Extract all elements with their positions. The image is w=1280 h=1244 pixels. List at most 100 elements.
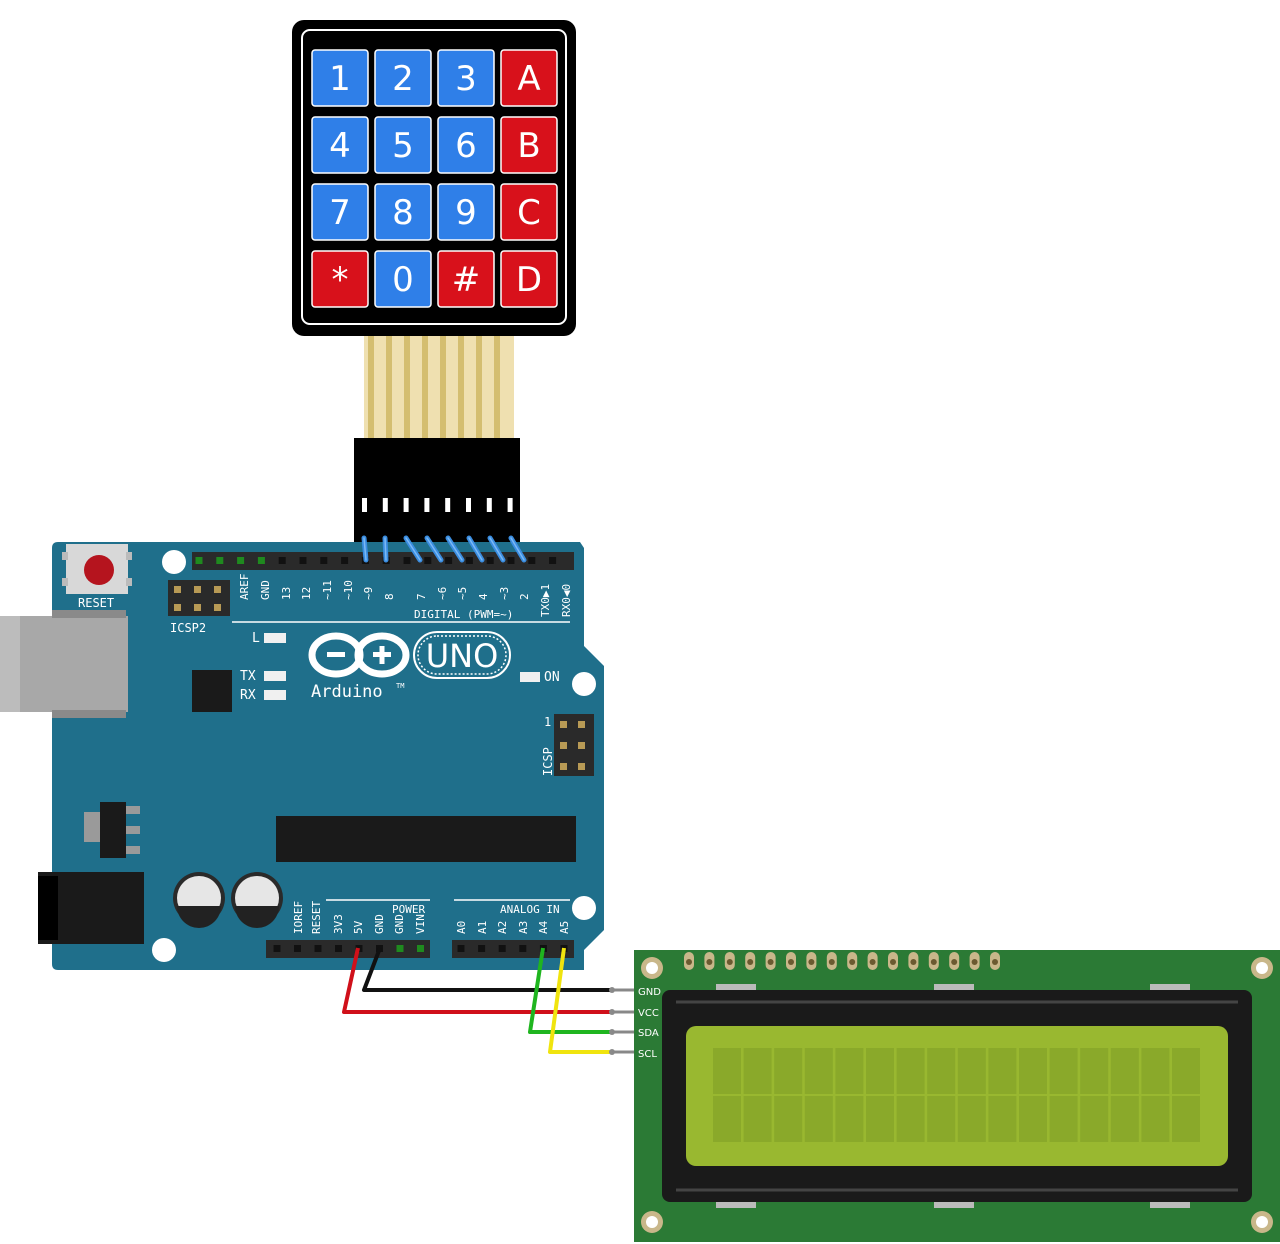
power-pin-label: GND [393, 914, 406, 934]
digital-pin-label: ~5 [456, 587, 469, 600]
keypad-key-label: 5 [392, 126, 414, 166]
arduino-logo-tm: TM [396, 682, 404, 690]
svg-text:UNO: UNO [426, 637, 499, 675]
analog-pin-label: A1 [476, 921, 489, 934]
mounting-hole [572, 896, 596, 920]
keypad-header-connector [354, 438, 520, 542]
led-rx [264, 690, 286, 700]
digital-pin-label: AREF [238, 574, 251, 601]
lcd-pin-label: GND [638, 987, 661, 998]
keypad-key-label: 3 [455, 59, 477, 99]
keypad-key-C[interactable]: C [500, 183, 558, 241]
keypad-key-1[interactable]: 1 [311, 49, 369, 107]
keypad-key-star[interactable]: * [311, 250, 369, 308]
power-pin-label: IOREF [292, 901, 305, 934]
keypad-key-3[interactable]: 3 [437, 49, 495, 107]
digital-pin-label: ~10 [342, 580, 355, 600]
uno-badge: UNO [413, 631, 511, 679]
lcd-pin-label: SCL [638, 1049, 657, 1060]
reset-button[interactable] [62, 544, 132, 594]
voltage-regulator [84, 802, 140, 858]
wire-sda [528, 947, 612, 1034]
power-i2c-wires [342, 947, 634, 1055]
led-on-label: ON [544, 670, 560, 685]
capacitor [231, 872, 283, 928]
lcd-pin-labels: GND VCC SDA SCL [638, 987, 661, 1060]
arduino-logo-text: Arduino [311, 682, 383, 702]
keypad-key-label: A [517, 59, 540, 99]
keypad-key-label: D [516, 260, 542, 300]
analog-header [452, 940, 574, 958]
digital-pin-label: 7 [415, 593, 428, 600]
usb-connector [0, 616, 128, 712]
keypad-key-label: 4 [329, 126, 351, 166]
keypad-key-label: # [452, 260, 481, 300]
keypad-key-hash[interactable]: # [437, 250, 495, 308]
capacitor [173, 872, 225, 928]
wire-vcc [342, 947, 612, 1014]
digital-pin-label: ~11 [321, 580, 334, 600]
led-l-label: L [252, 631, 260, 646]
keypad-jumper-wires [361, 535, 527, 563]
keypad-key-label: 8 [392, 193, 414, 233]
power-pin-label: 3V3 [332, 914, 345, 934]
keypad-key-0[interactable]: 0 [374, 250, 432, 308]
digital-pin-label: 8 [383, 593, 396, 600]
keypad-key-label: 2 [392, 59, 414, 99]
digital-pin-label: 4 [477, 593, 490, 600]
power-pin-label: 5V [352, 920, 365, 934]
led-l [264, 633, 286, 643]
digital-pin-label: GND [259, 580, 272, 600]
lcd-module: GND VCC SDA SCL [634, 950, 1280, 1242]
icsp2-header [168, 580, 230, 616]
keypad-key-label: 0 [392, 260, 414, 300]
led-rx-label: RX [240, 688, 256, 703]
lcd-pin-label: SDA [638, 1028, 659, 1039]
lcd-character-cells [713, 1048, 1200, 1142]
analog-pin-label: A0 [455, 921, 468, 934]
mounting-hole [152, 938, 176, 962]
analog-pin-label: A2 [496, 921, 509, 934]
lcd-pin-label: VCC [638, 1008, 659, 1019]
power-pin-label: RESET [310, 901, 323, 934]
keypad-key-2[interactable]: 2 [374, 49, 432, 107]
keypad-key-4[interactable]: 4 [311, 116, 369, 174]
keypad-key-label: C [517, 193, 541, 233]
digital-label: DIGITAL (PWM=~) [414, 608, 513, 621]
keypad-key-A[interactable]: A [500, 49, 558, 107]
power-header [266, 940, 430, 958]
reset-label: RESET [78, 596, 114, 610]
keypad-key-label: 1 [329, 59, 351, 99]
icsp-pin1-label: 1 [544, 715, 551, 729]
lcd-top-pins [684, 952, 1000, 970]
keypad-key-5[interactable]: 5 [374, 116, 432, 174]
arduino-logo-icon [308, 632, 410, 678]
digital-pin-label: RX0◀0 [560, 584, 573, 617]
digital-pin-label: 12 [300, 587, 313, 600]
digital-pin-label: ~6 [436, 587, 449, 600]
icsp-label: ICSP [541, 747, 555, 776]
power-pin-label: VIN [414, 914, 427, 934]
mounting-hole [572, 672, 596, 696]
keypad-key-6[interactable]: 6 [437, 116, 495, 174]
keypad-key-label: 7 [329, 193, 351, 233]
keypad-key-label: B [517, 126, 540, 166]
keypad-ribbon-cable [364, 336, 514, 440]
digital-pin-label: 13 [280, 587, 293, 600]
keypad-key-D[interactable]: D [500, 250, 558, 308]
keypad-key-7[interactable]: 7 [311, 183, 369, 241]
wire-scl [548, 947, 612, 1054]
digital-pin-label: ~9 [362, 587, 375, 600]
keypad-key-8[interactable]: 8 [374, 183, 432, 241]
led-tx-label: TX [240, 669, 256, 684]
digital-pin-label: 2 [518, 593, 531, 600]
keypad-key-B[interactable]: B [500, 116, 558, 174]
mounting-hole [162, 550, 186, 574]
keypad-key-9[interactable]: 9 [437, 183, 495, 241]
